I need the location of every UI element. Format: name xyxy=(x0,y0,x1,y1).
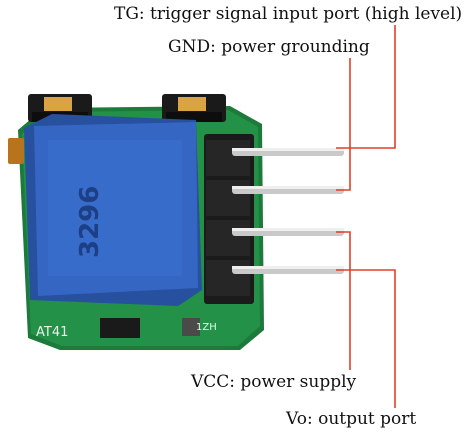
silkscreen-code: AT41 xyxy=(36,325,68,340)
silkscreen-small: 1ZH xyxy=(196,322,217,333)
pin-header-block xyxy=(204,134,254,304)
label-gnd: GND: power grounding xyxy=(168,37,370,57)
header-pins xyxy=(232,148,344,274)
side-component xyxy=(8,138,24,164)
label-vo: Vo: output port xyxy=(286,409,417,429)
bottom-components: AT41 1ZH xyxy=(36,318,217,340)
label-vcc: VCC: power supply xyxy=(191,372,357,392)
potentiometer-marking: 3296 xyxy=(75,186,105,258)
potentiometer: 3296 xyxy=(24,114,202,306)
label-tg: TG: trigger signal input port (high leve… xyxy=(114,4,463,24)
top-header-right xyxy=(162,94,226,122)
